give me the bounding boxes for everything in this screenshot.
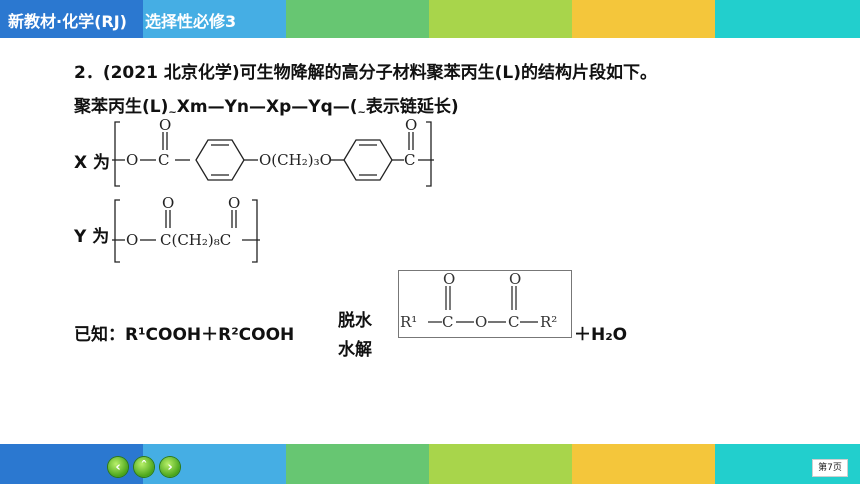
footer-segment (572, 444, 715, 484)
header-segment (286, 0, 429, 38)
x-oc1: O (159, 118, 171, 134)
x-chain: O(CH₂)₃O (259, 151, 332, 169)
chevron-right-icon: › (167, 459, 173, 475)
x-c2: C (404, 151, 415, 169)
footer-segment (286, 444, 429, 484)
x-structure: O C O O(CH₂)₃O C O (112, 118, 434, 187)
y-label: Y 为 (74, 227, 110, 247)
known-label: 已知： (74, 325, 125, 345)
y-oc2: O (228, 196, 240, 212)
anh-o2: O (509, 270, 521, 288)
anh-c2: C (508, 313, 519, 331)
header-segment (143, 0, 286, 38)
known-reactants: R¹COOH＋R²COOH (125, 325, 295, 345)
x-o1: O (126, 151, 138, 169)
question-line-2: 聚苯丙生(L)~Xm—Yn—Xp—Yq—(~表示链延长) (74, 97, 459, 118)
header-segment (0, 0, 143, 38)
header-bar (0, 0, 860, 38)
bracket-right (426, 121, 432, 187)
home-button[interactable]: ˆ (134, 457, 154, 477)
chevron-left-icon: ‹ (115, 459, 121, 475)
chevron-up-icon: ˆ (140, 459, 148, 475)
anh-r1: R¹ (400, 313, 417, 331)
header-title: 新教材·化学(RJ) 选择性必修3 (8, 8, 254, 32)
polymer-formula: Xm—Yn—Xp—Yq—( (176, 97, 358, 117)
y-structure: O C(CH₂)₈C O O (112, 196, 260, 263)
anh-o: O (475, 313, 487, 331)
book-title: 新教材·化学(RJ) (8, 12, 127, 31)
polymer-note: 表示链延长) (365, 97, 459, 117)
prev-button[interactable]: ‹ (108, 457, 128, 477)
page-number: 第7页 (812, 459, 848, 477)
header-segment (715, 0, 860, 38)
y-oc1: O (162, 196, 174, 212)
condition-top: 脱水 (338, 311, 372, 331)
next-button[interactable]: › (160, 457, 180, 477)
footer-segment (429, 444, 572, 484)
anh-r2: R² (540, 313, 557, 331)
condition-bottom: 水解 (338, 340, 372, 360)
x-c1: C (158, 151, 169, 169)
x-label: X 为 (74, 153, 111, 173)
anh-c1: C (442, 313, 453, 331)
bracket-left (114, 121, 120, 187)
course-title: 选择性必修3 (144, 12, 237, 31)
polymer-name: 聚苯丙生(L) (74, 97, 169, 117)
footer-bar (0, 444, 860, 484)
y-o: O (126, 231, 138, 249)
question-line-1: 2．(2021 北京化学)可生物降解的高分子材料聚苯丙生(L)的结构片段如下。 (74, 63, 657, 83)
product-tail: ＋H₂O (574, 325, 628, 345)
anhydride-structure: R¹ C O C R² O O (398, 270, 572, 338)
known-line: 已知：R¹COOH＋R²COOH (74, 320, 294, 345)
x-oc2: O (405, 118, 417, 134)
anh-o1: O (443, 270, 455, 288)
y-chain: C(CH₂)₈C (160, 231, 231, 249)
header-segment (572, 0, 715, 38)
header-segment (429, 0, 572, 38)
